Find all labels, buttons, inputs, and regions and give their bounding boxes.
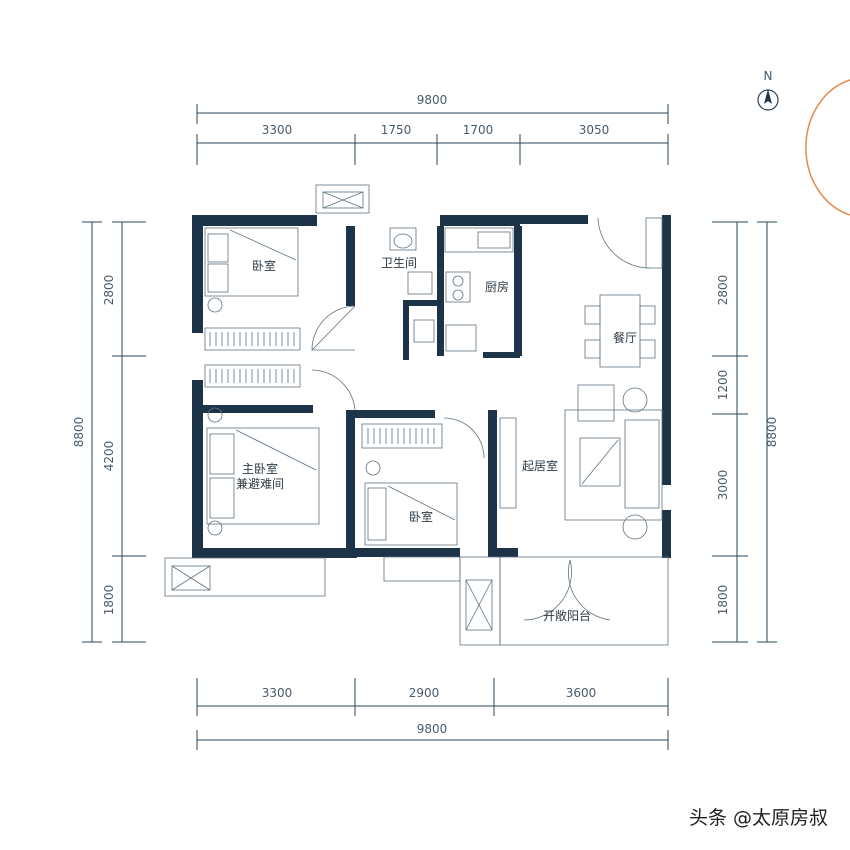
watermark: 头条 @太原房叔 (688, 807, 828, 829)
dining-table-icon (584, 294, 656, 368)
tv-cabinet-icon (499, 417, 517, 509)
right-dimension-3: 3000 (716, 470, 730, 501)
right-dimension-lines (712, 221, 777, 643)
bottom-dimension-3: 3600 (566, 686, 597, 700)
doors (311, 217, 651, 621)
room-label-master-2: 兼避难间 (236, 477, 284, 491)
bottom-total-dimension: 9800 (417, 722, 448, 736)
kitchen-fixtures-icon (444, 227, 514, 352)
right-dimension-1: 2800 (716, 275, 730, 306)
master-bed-icon (206, 407, 320, 536)
top-dimension-4: 3050 (579, 123, 610, 137)
wardrobe-icon (204, 327, 301, 388)
room-label-living: 起居室 (522, 458, 558, 473)
top-dimension-2: 1750 (381, 123, 412, 137)
window-frames (164, 184, 669, 646)
right-dimension-4: 1800 (716, 585, 730, 616)
bedroom-center-furniture-icon (361, 423, 458, 546)
room-label-master-1: 主卧室 (242, 461, 278, 476)
bottom-dimension-1: 3300 (262, 686, 293, 700)
top-dimension-lines (196, 104, 669, 165)
right-dimension-2: 1200 (716, 370, 730, 401)
left-dimension-lines (82, 221, 146, 643)
bathroom-fixtures-icon (389, 227, 435, 343)
room-label-bedroom-nw: 卧室 (252, 258, 276, 273)
top-dimension-1: 3300 (262, 123, 293, 137)
top-total-dimension: 9800 (417, 93, 448, 107)
left-dimension-3: 1800 (102, 585, 116, 616)
decorative-arc (805, 79, 850, 216)
right-total-dimension: 8800 (765, 417, 779, 448)
bed-nw-icon (204, 227, 299, 313)
room-label-bathroom: 卫生间 (381, 256, 417, 270)
left-dimension-2: 4200 (102, 441, 116, 472)
sofa-set-icon (564, 384, 663, 540)
top-dimension-3: 1700 (463, 123, 494, 137)
room-label-bedroom-center: 卧室 (409, 509, 433, 524)
north-compass-icon (757, 89, 779, 111)
room-label-dining: 餐厅 (613, 330, 637, 345)
left-dimension-1: 2800 (102, 275, 116, 306)
room-label-kitchen: 厨房 (485, 279, 509, 294)
left-total-dimension: 8800 (72, 417, 86, 448)
bottom-dimension-2: 2900 (409, 686, 440, 700)
room-label-balcony: 开敞阳台 (543, 608, 591, 623)
compass-label: N (764, 69, 773, 83)
walls (192, 215, 671, 558)
bottom-dimension-lines (196, 678, 669, 750)
